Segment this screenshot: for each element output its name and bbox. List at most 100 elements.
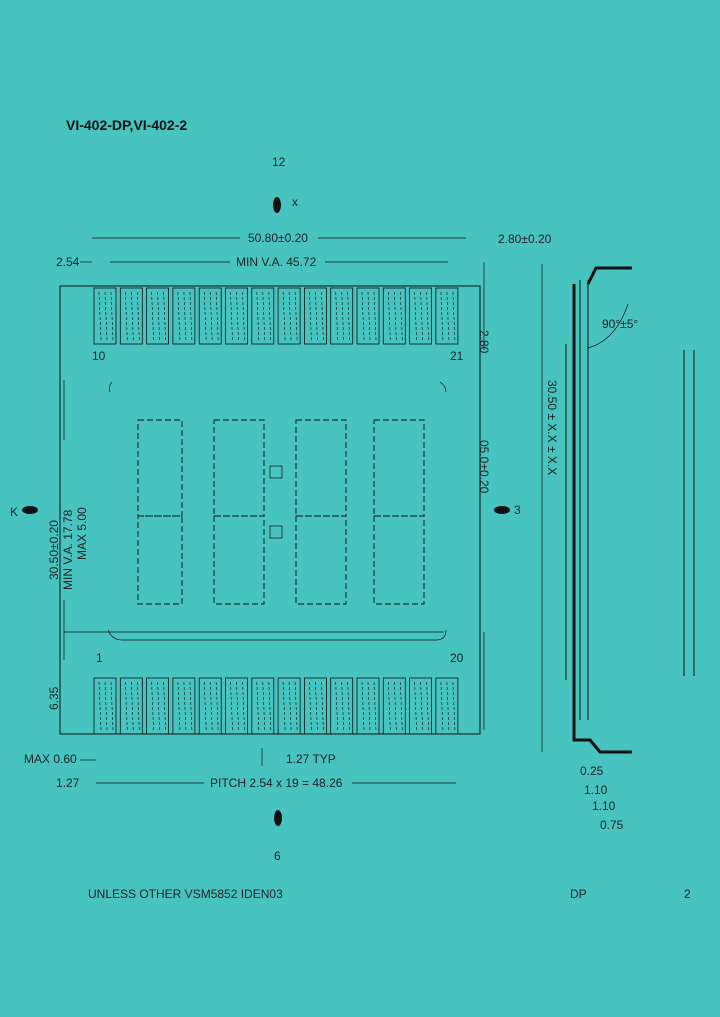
pin [225,287,248,345]
pin [119,287,143,345]
pin-hatch [256,681,260,731]
bottom-marker-dot [274,810,282,826]
pin-hatch [361,291,365,341]
dim-lead-b: 1.10 [584,783,608,797]
dim-pin-offset: 1.27 [56,776,80,790]
pin-hatch [183,681,187,731]
dim-height-right: 05.0±0.20 [477,440,491,494]
pin-hatch [104,291,108,341]
pin-hatch [335,291,338,341]
pin [198,287,222,345]
pin-hatch [335,681,338,731]
pin-hatch [236,681,239,731]
pin [277,677,301,735]
right-marker-label: 3 [514,503,521,517]
pin-hatch [373,681,377,731]
dim-view-area-width: MIN V.A. 45.72 [236,255,317,269]
pin [409,677,433,735]
pin-hatch [236,291,239,341]
dim-lead-a: 0.25 [580,764,604,778]
pin-hatch [373,291,377,341]
bottom-marker-label: 6 [274,849,281,863]
footer-code-b: 2 [684,887,691,901]
pin-hatch [98,291,102,341]
right-marker-dot [494,506,510,514]
pin-hatch [131,681,134,731]
pin-hatch [288,681,292,731]
pin [356,287,380,345]
pin-hatch [282,291,286,341]
pin-label-top-right: 21 [450,349,464,363]
pin-hatch [242,681,245,731]
pin-hatch [347,681,350,731]
pin-hatch [414,291,417,341]
pin-hatch [230,681,233,731]
footer-note: UNLESS OTHER VSM5852 IDEN03 [88,887,283,901]
pin [172,287,196,345]
digit-1 [137,419,183,605]
pin [93,677,117,735]
dim-va-height: MIN V.A. 17.78 [61,509,75,590]
pin-hatch [321,291,324,341]
pin-hatch [215,291,219,341]
pin-hatch [347,291,350,341]
pin [251,677,275,735]
dim-pin-typ: 1.27 TYP [286,752,336,766]
pin-hatch [98,681,102,731]
pin-hatch [104,681,108,731]
drawing-title: VI-402-DP,VI-402-2 [66,117,187,133]
pin [146,287,170,345]
pin [172,677,196,735]
pin-hatch [361,681,365,731]
pin [93,287,117,345]
dim-angle: 90°±5° [602,317,638,331]
dim-lead-c: 1.10 [592,799,616,813]
pin-hatch [110,291,114,341]
pin [277,287,301,345]
pin [119,677,143,735]
pin [198,677,222,735]
pin-hatch [189,291,193,341]
pin-hatch [163,291,166,341]
pin-hatch [215,681,219,731]
top-marker-x: x [292,195,298,209]
pin-hatch [400,681,403,731]
pin-hatch [230,291,233,341]
pin-hatch [440,681,444,731]
pin-hatch [446,681,450,731]
pin-hatch [420,681,423,731]
pin-hatch [452,681,456,731]
pin-hatch [262,291,266,341]
pin-hatch [440,291,444,341]
pin-label-bottom-right: 20 [450,651,464,665]
top-pin-row [93,287,459,345]
pin [251,287,275,345]
pin [330,677,354,735]
pin-hatch [137,291,140,341]
left-marker-dot [22,506,38,514]
pin-hatch [420,291,423,341]
pin [435,677,459,735]
pin-hatch [209,291,213,341]
pin-hatch [203,681,207,731]
digit-4 [373,419,425,605]
dim-height-left: 30.50±0.20 [47,520,61,580]
bottom-pin-row [93,677,459,735]
pin-hatch [341,681,344,731]
pin-label-top-left: 10 [92,349,106,363]
pin-hatch [400,291,403,341]
pin-hatch [151,291,154,341]
pin-hatch [367,291,371,341]
pin-hatch [242,291,245,341]
footer-code-a: DP [570,887,587,901]
dim-lead-d: 0.75 [600,818,624,832]
pin-hatch [288,291,292,341]
dim-pin-row-top: 2.80 [477,330,491,354]
pin-hatch [426,681,429,731]
dim-side-height: 30.50 ± X.X ± X.X [545,380,559,475]
pin-hatch [294,681,298,731]
dim-pin-row-bottom: 6.35 [47,686,61,710]
pin-hatch [209,681,213,731]
pin-hatch [394,291,397,341]
